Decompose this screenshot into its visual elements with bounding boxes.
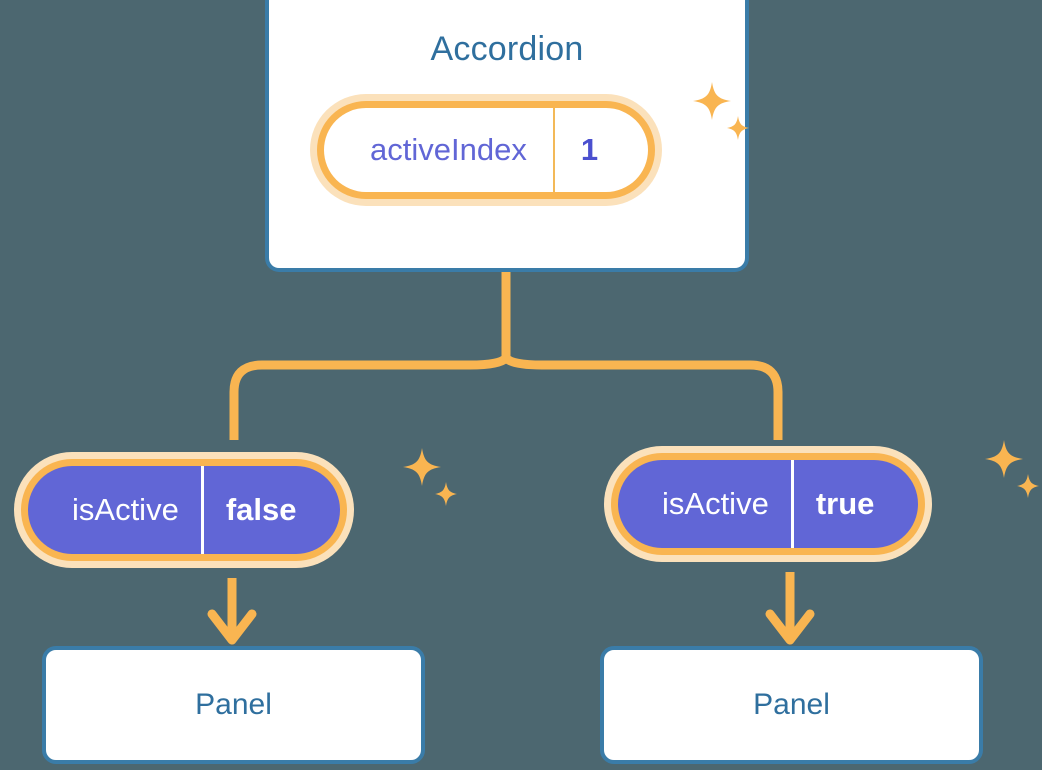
pill-body: activeIndex 1: [324, 108, 649, 192]
state-value: false: [200, 466, 341, 554]
state-key: isActive: [662, 486, 769, 521]
page-title: Accordion: [430, 30, 584, 68]
pill-body: isActive true: [618, 460, 919, 548]
panel-label: Panel: [753, 688, 830, 721]
connector-right-arrow-head: [765, 609, 815, 645]
panel-card-left[interactable]: Panel: [42, 646, 425, 764]
state-pill-is-active-false[interactable]: isActive false: [14, 452, 355, 568]
state-pill-is-active-true[interactable]: isActive true: [604, 446, 933, 562]
sparkle-icon: [985, 440, 1039, 498]
state-value: true: [790, 460, 919, 548]
connector-fork: [229, 351, 783, 440]
pill-ring: isActive false: [21, 459, 348, 561]
state-key: isActive: [72, 492, 179, 527]
pill-body: isActive false: [28, 466, 341, 554]
connector-left-arrow-head: [207, 609, 257, 645]
state-pill-active-index[interactable]: activeIndex 1: [310, 94, 663, 206]
sparkle-icon: [403, 448, 457, 506]
panel-card-right[interactable]: Panel: [600, 646, 983, 764]
pill-halo: activeIndex 1: [310, 94, 663, 206]
state-key: activeIndex: [370, 132, 527, 167]
pill-ring: activeIndex 1: [317, 101, 656, 199]
panel-label: Panel: [195, 688, 272, 721]
pill-halo: isActive true: [604, 446, 933, 562]
state-value: 1: [552, 108, 648, 192]
pill-ring: isActive true: [611, 453, 926, 555]
pill-halo: isActive false: [14, 452, 355, 568]
